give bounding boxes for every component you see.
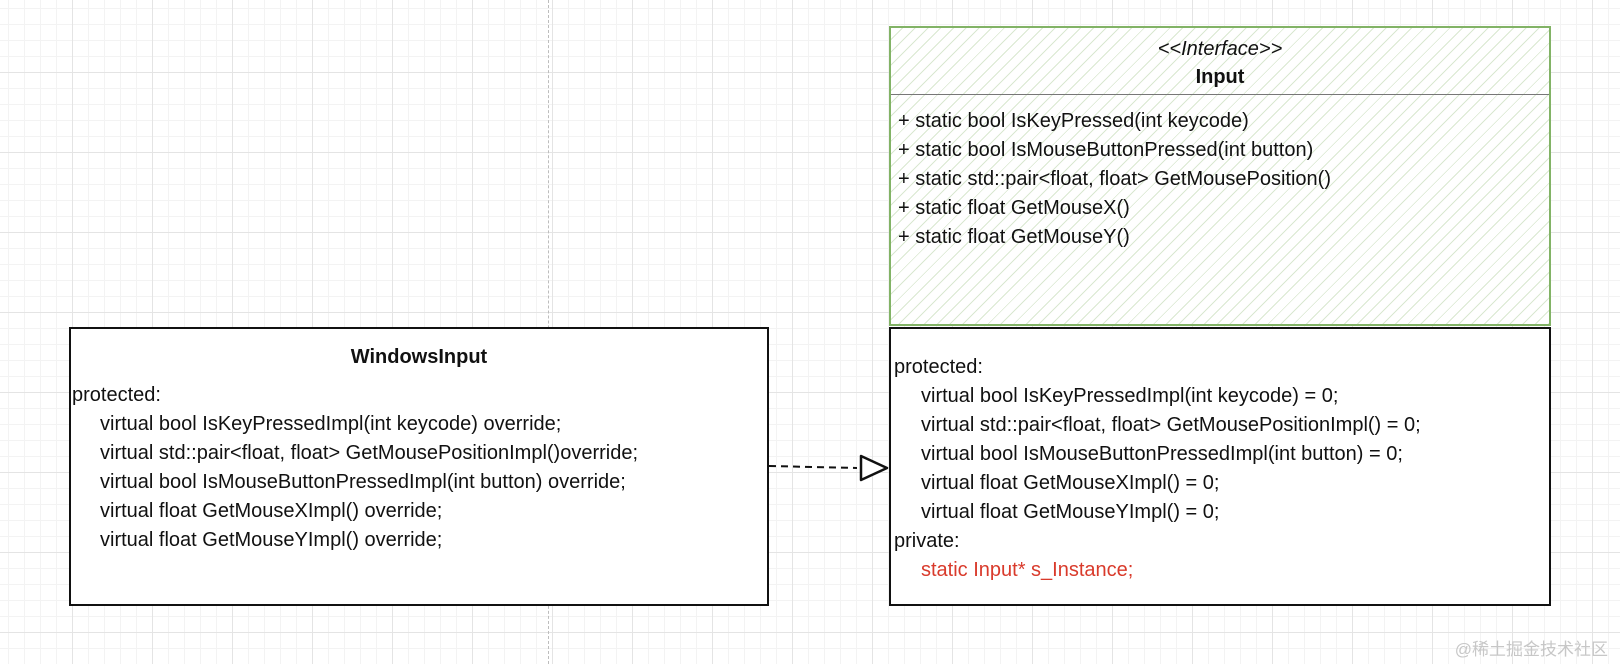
windows-input-line: virtual std::pair<float, float> GetMouse… (100, 442, 639, 464)
input-interface-member: + static bool IsKeyPressed(int keycode) (898, 110, 1249, 132)
input-interface-title: Input (1195, 66, 1245, 88)
windows-input-line: virtual bool IsMouseButtonPressedImpl(in… (100, 471, 626, 493)
windows-input-line: virtual float GetMouseYImpl() override; (100, 529, 443, 551)
input-impl-line: protected: (894, 356, 983, 378)
windows-input-class-body: protected: virtual bool IsKeyPressedImpl… (71, 381, 767, 555)
input-interface-stereotype: <<Interface>> (1157, 38, 1283, 60)
input-impl-line: static Input* s_Instance; (921, 559, 1134, 581)
windows-input-class-box[interactable]: WindowsInput protected: virtual bool IsK… (69, 327, 769, 606)
input-impl-line: private: (894, 530, 960, 552)
input-interface-members: + static bool IsKeyPressed(int keycode) … (891, 107, 1549, 252)
input-impl-line: virtual bool IsMouseButtonPressedImpl(in… (921, 443, 1403, 465)
input-interface-member: + static std::pair<float, float> GetMous… (898, 168, 1331, 190)
input-interface-member: + static bool IsMouseButtonPressed(int b… (898, 139, 1314, 161)
input-impl-line: virtual bool IsKeyPressedImpl(int keycod… (921, 385, 1339, 407)
watermark: @稀土掘金技术社区 (1454, 640, 1608, 659)
input-impl-line: virtual float GetMouseXImpl() = 0; (921, 472, 1220, 494)
input-impl-line: virtual float GetMouseYImpl() = 0; (921, 501, 1220, 523)
windows-input-line: protected: (72, 384, 161, 406)
input-interface-class-box[interactable]: <<Interface>> Input + static bool IsKeyP… (889, 26, 1551, 326)
input-interface-member: + static float GetMouseY() (898, 226, 1130, 248)
windows-input-line: virtual float GetMouseXImpl() override; (100, 500, 443, 522)
input-implementation-box[interactable]: protected: virtual bool IsKeyPressedImpl… (889, 327, 1551, 606)
input-impl-line: virtual std::pair<float, float> GetMouse… (921, 414, 1421, 436)
windows-input-line: virtual bool IsKeyPressedImpl(int keycod… (100, 413, 562, 435)
windows-input-class-title: WindowsInput (350, 346, 488, 368)
input-interface-divider (891, 94, 1549, 95)
input-interface-member: + static float GetMouseX() (898, 197, 1130, 219)
realization-hollow-arrowhead-icon (859, 454, 889, 482)
realization-dashed-line (768, 465, 858, 469)
